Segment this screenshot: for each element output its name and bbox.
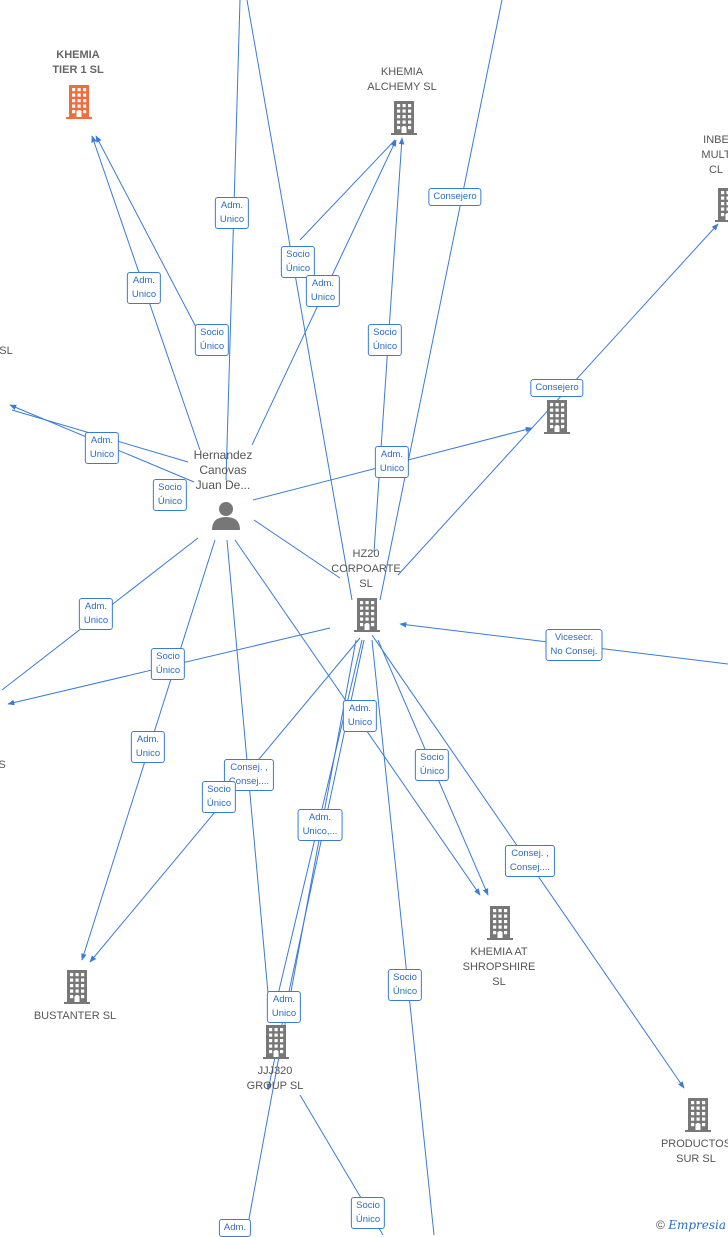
relation-label[interactable]: Socio Único bbox=[415, 749, 449, 781]
node-label-productos[interactable]: PRODUCTOS SUR SL bbox=[661, 1137, 728, 1167]
building-icon[interactable] bbox=[685, 1098, 711, 1132]
building-icon[interactable] bbox=[715, 188, 728, 222]
building-icon[interactable] bbox=[487, 906, 513, 940]
relation-label[interactable]: Vicesecr. No Consej. bbox=[546, 629, 603, 661]
node-label-left-s[interactable]: S bbox=[0, 758, 6, 773]
relation-label[interactable]: Adm. Unico bbox=[375, 446, 409, 478]
relation-label[interactable]: Consej. , Consej.... bbox=[505, 845, 555, 877]
footer-credit: © Empresia bbox=[656, 1218, 726, 1232]
relation-label[interactable]: Socio Único bbox=[151, 648, 185, 680]
relation-label[interactable]: Socio Único bbox=[202, 781, 236, 813]
brand-logo-text[interactable]: Empresia bbox=[668, 1218, 726, 1232]
node-label-bustanter[interactable]: BUSTANTER SL bbox=[34, 1009, 116, 1024]
building-icon[interactable] bbox=[544, 400, 570, 434]
relation-label[interactable]: Socio Único bbox=[388, 969, 422, 1001]
relation-label[interactable]: Adm. Unico bbox=[131, 731, 165, 763]
person-icon[interactable] bbox=[212, 502, 240, 530]
building-icon[interactable] bbox=[391, 101, 417, 135]
building-icon[interactable] bbox=[64, 970, 90, 1004]
edge-4 bbox=[96, 136, 208, 350]
relation-label[interactable]: Adm. Unico bbox=[127, 272, 161, 304]
relation-label[interactable]: Adm. bbox=[219, 1219, 251, 1237]
copyright-symbol: © bbox=[656, 1218, 665, 1232]
edge-6 bbox=[300, 140, 395, 240]
relation-label[interactable]: Socio Único bbox=[195, 324, 229, 356]
relation-label[interactable]: Adm. Unico bbox=[215, 197, 249, 229]
relation-label[interactable]: Socio Único bbox=[153, 479, 187, 511]
relation-label[interactable]: Socio Único bbox=[368, 324, 402, 356]
edge-12 bbox=[254, 520, 340, 578]
node-label-khemia-alchemy[interactable]: KHEMIA ALCHEMY SL bbox=[367, 65, 437, 95]
relation-label[interactable]: Adm. Unico bbox=[267, 991, 301, 1023]
edge-24 bbox=[372, 640, 434, 1235]
relation-label[interactable]: Adm. Unico,... bbox=[298, 809, 343, 841]
relation-label[interactable]: Adm. Unico bbox=[85, 432, 119, 464]
node-label-left-sl[interactable]: SL bbox=[0, 344, 13, 359]
relation-label[interactable]: Adm. Unico bbox=[306, 275, 340, 307]
node-label-hz20[interactable]: HZ20 CORPOARTE SL bbox=[331, 547, 400, 592]
node-label-inbe[interactable]: INBE MULT CL bbox=[701, 133, 728, 178]
edge-0 bbox=[226, 0, 240, 480]
relation-label[interactable]: Adm. Unico bbox=[79, 598, 113, 630]
node-label-khemia-tier1[interactable]: KHEMIA TIER 1 SL bbox=[52, 48, 103, 78]
node-label-shropshire[interactable]: KHEMIA AT SHROPSHIRE SL bbox=[463, 945, 536, 990]
relation-label[interactable]: Socio Único bbox=[351, 1197, 385, 1229]
node-label-hernandez[interactable]: Hernandez Canovas Juan De... bbox=[194, 448, 253, 493]
building-icon[interactable] bbox=[354, 598, 380, 632]
relation-label[interactable]: Consejero bbox=[530, 379, 583, 397]
relation-label[interactable]: Consejero bbox=[428, 188, 481, 206]
relation-label[interactable]: Adm. Unico bbox=[343, 700, 377, 732]
relation-label[interactable]: Socio Único bbox=[281, 246, 315, 278]
building-icon[interactable] bbox=[263, 1025, 289, 1059]
node-label-jjj320[interactable]: JJJ320 GROUP SL bbox=[247, 1064, 304, 1094]
building-icon[interactable] bbox=[66, 85, 92, 119]
